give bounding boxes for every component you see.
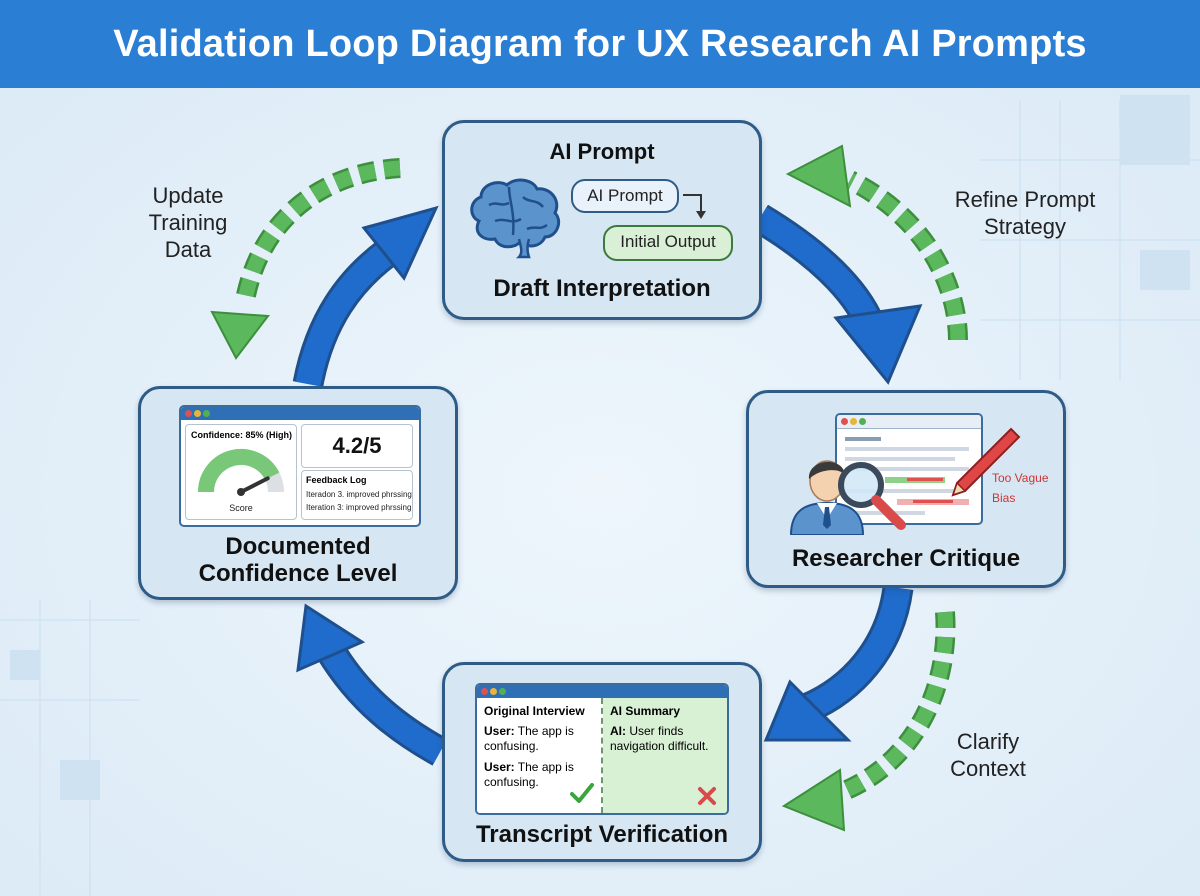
transcript-original-column: Original Interview User: The app is conf… [477,698,601,813]
bubble-initial-output: Initial Output [603,225,733,261]
brain-icon [470,178,561,259]
bubble-ai-prompt: AI Prompt [571,179,679,213]
original-line-1-speaker: User: [484,724,515,738]
original-line-2-text: The app is confusing. [484,760,574,789]
original-line-1-text: The app is confusing. [484,724,574,753]
researcher-icon [789,460,865,535]
node-title-confidence-line2: Confidence Level [198,560,398,587]
feedback-log-line-2: Iteration 3: improved phrssing [306,503,412,512]
transcript-compare-window: Original Interview User: The app is conf… [475,683,729,815]
confidence-label: Confidence: 85% (High) [191,430,293,440]
pen-icon [951,427,1021,497]
feedback-log-title: Feedback Log [306,475,367,485]
magnifier-icon [838,462,906,530]
label-clarify-context: Clarify Context [928,728,1048,782]
label-refine-line2: Strategy [984,214,1066,239]
label-clarify-line1: Clarify [956,729,1020,754]
feedback-log-line-1: Iteradon 3. improved phrssing [306,490,412,499]
page-title: Validation Loop Diagram for UX Research … [113,22,1087,65]
cross-icon [698,787,716,805]
label-refine-prompt-strategy: Refine Prompt Strategy [932,186,1118,240]
column-header-summary: AI Summary [610,704,681,718]
node-researcher-critique[interactable]: Too Vague Bias Researcher Critique [746,390,1066,588]
confidence-gauge-panel: Confidence: 85% (High) Score [185,424,297,520]
tag-too-vague: Too Vague [992,471,1049,485]
check-icon [570,783,594,803]
node-transcript-verification[interactable]: Original Interview User: The app is conf… [442,662,762,862]
label-refine-line1: Refine Prompt [954,187,1096,212]
label-update-line1: Update [152,183,224,208]
column-divider [601,698,603,813]
node-top-label: AI Prompt [549,139,655,164]
node-title-draft-interpretation: Draft Interpretation [493,275,711,302]
node-title-confidence: Documented Confidence Level [141,533,455,587]
score-panel: 4.2/5 [301,424,413,468]
transcript-summary-column: AI Summary AI: User finds navigation dif… [603,698,727,813]
feedback-log-panel: Feedback Log Iteradon 3. improved phrssi… [301,470,413,520]
original-line-2: User: The app is confusing. [484,760,594,790]
summary-line-1-text: User finds navigation difficult. [610,724,709,753]
label-clarify-line2: Context [950,756,1026,781]
original-line-2-speaker: User: [484,760,515,774]
summary-line-1: AI: User finds navigation difficult. [610,724,726,754]
node-draft-interpretation[interactable]: AI Prompt AI Prompt Initial Output Draft… [442,120,762,320]
gauge-label: Score [229,503,253,513]
score-value: 4.2/5 [332,433,382,458]
label-update-line2: Training [148,210,228,235]
node-title-confidence-line1: Documented [225,533,371,560]
original-line-1: User: The app is confusing. [484,724,594,754]
node-documented-confidence[interactable]: Confidence: 85% (High) Score 4.2/5 Feedb… [138,386,458,600]
node-title-transcript-verification: Transcript Verification [475,821,729,848]
confidence-dashboard-window: Confidence: 85% (High) Score 4.2/5 Feedb… [179,405,421,527]
gauge-icon [198,448,284,496]
node-title-researcher-critique: Researcher Critique [791,545,1021,572]
label-update-training-data: Update Training Data [130,182,246,263]
summary-line-1-speaker: AI: [610,724,626,738]
header-bar: Validation Loop Diagram for UX Research … [0,0,1200,88]
tag-bias: Bias [992,491,1016,505]
label-update-line3: Data [164,237,212,262]
bubble-connector-arrow [683,194,706,219]
column-header-original: Original Interview [484,704,585,718]
